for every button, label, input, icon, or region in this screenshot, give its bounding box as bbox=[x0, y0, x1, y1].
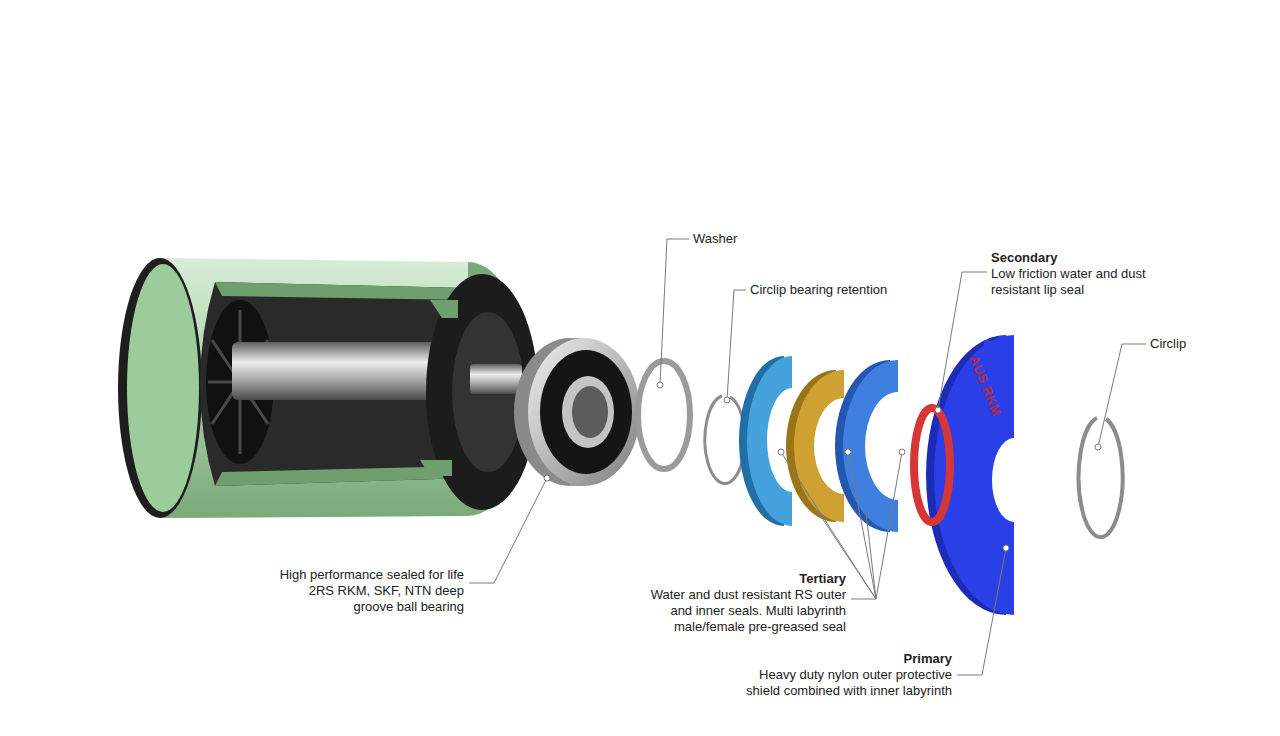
seal-heading: Primary bbox=[832, 651, 952, 667]
seal-heading: Tertiary bbox=[726, 571, 846, 587]
ball-bearing bbox=[514, 338, 640, 486]
roller-shell bbox=[118, 258, 538, 518]
leader-lines bbox=[469, 239, 1146, 675]
part-name: Washer bbox=[693, 231, 737, 247]
seal-description: Heavy duty nylon outer protective shield… bbox=[728, 667, 952, 699]
bearing-description: High performance sealed for life 2RS RKM… bbox=[272, 567, 464, 615]
brand-mark: AUS RKM bbox=[966, 353, 1005, 418]
part-name: Circlip bearing retention bbox=[750, 282, 887, 298]
seal-heading: Secondary bbox=[991, 250, 1057, 266]
lip-seal-ring bbox=[914, 408, 950, 522]
circlip-ring bbox=[705, 396, 745, 484]
seal-description: Low friction water and dust resistant li… bbox=[991, 266, 1163, 298]
part-name: Circlip bbox=[1150, 336, 1186, 352]
washer-ring bbox=[638, 361, 690, 469]
leader-dots bbox=[544, 382, 1101, 551]
seal-description: Water and dust resistant RS outer and in… bbox=[648, 587, 846, 635]
tertiary-seals bbox=[739, 356, 898, 532]
